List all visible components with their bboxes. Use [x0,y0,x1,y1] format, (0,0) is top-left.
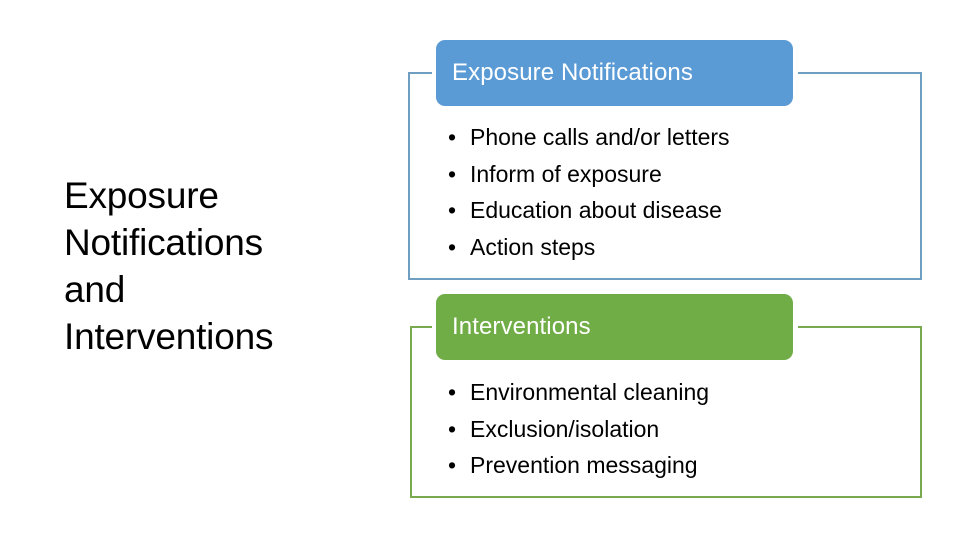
interventions-banner-label: Interventions [452,313,591,340]
exposure-notifications-banner[interactable]: Exposure Notifications [436,40,793,106]
interventions-banner[interactable]: Interventions [436,294,793,360]
page-title: Exposure Notifications and Interventions [64,175,274,357]
list-item: Action steps [448,229,908,266]
exposure-notifications-bullet-list: Phone calls and/or letters Inform of exp… [448,119,908,265]
list-item: Inform of exposure [448,156,908,193]
list-item: Exclusion/isolation [448,411,908,448]
list-item: Education about disease [448,192,908,229]
list-item: Phone calls and/or letters [448,119,908,156]
interventions-bullet-list: Environmental cleaning Exclusion/isolati… [448,374,908,484]
list-item: Environmental cleaning [448,374,908,411]
exposure-notifications-banner-label: Exposure Notifications [452,59,693,86]
list-item: Prevention messaging [448,447,908,484]
